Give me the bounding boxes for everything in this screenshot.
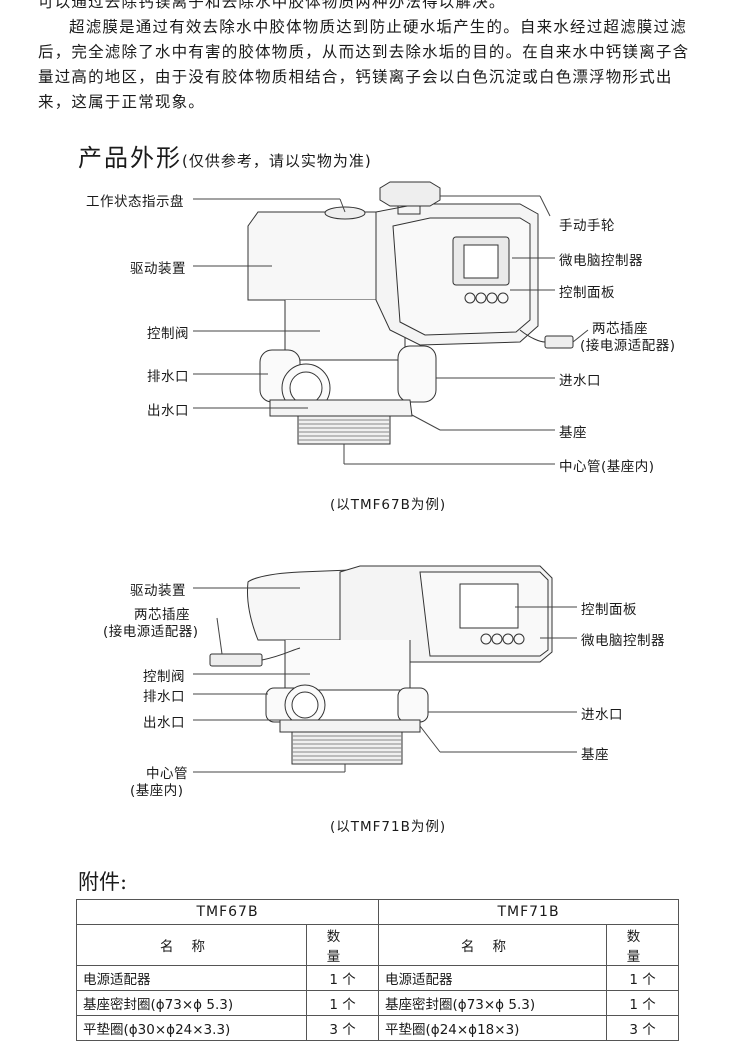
intro-text: 可以通过去除钙镁离子和去除水中胶体物质两种办法得以解决。 超滤膜是通过有效去除水…	[38, 0, 698, 115]
label-socket-note: (接电源适配器)	[580, 338, 676, 354]
table-header-row: 名称 数量 名称 数量	[76, 924, 680, 966]
table-row: 基座密封圈(ϕ73×ϕ 5.3) 1 个 基座密封圈(ϕ73×ϕ 5.3) 1 …	[76, 990, 680, 1016]
label-drain-2: 排水口	[143, 689, 185, 705]
intro-line: 可以通过去除钙镁离子和去除水中胶体物质两种办法得以解决。	[38, 0, 506, 11]
label-inlet: 进水口	[559, 373, 601, 389]
cell-name-a: 电源适配器	[76, 965, 307, 991]
diagram-tmf67b	[193, 181, 589, 465]
label-center-pipe-note-2: (基座内)	[130, 783, 184, 799]
cell-name-b: 电源适配器	[378, 965, 608, 991]
col-name-a: 名称	[76, 924, 307, 966]
cell-qty-a: 1 个	[305, 990, 380, 1016]
table-row: 平垫圈(ϕ30×ϕ24×3.3) 3 个 平垫圈(ϕ24×ϕ18×3) 3 个	[76, 1015, 680, 1041]
label-base-2: 基座	[581, 747, 609, 763]
cell-name-a: 平垫圈(ϕ30×ϕ24×3.3)	[76, 1015, 307, 1041]
label-drive-2: 驱动装置	[130, 583, 186, 599]
label-drive: 驱动装置	[130, 261, 186, 277]
label-outlet: 出水口	[147, 403, 189, 419]
cell-qty-b: 1 个	[606, 965, 680, 991]
label-base: 基座	[559, 425, 587, 441]
table-row: 电源适配器 1 个 电源适配器 1 个	[76, 965, 680, 991]
col-name-b: 名称	[378, 924, 608, 966]
label-valve: 控制阀	[147, 326, 189, 342]
label-microcontroller-2: 微电脑控制器	[581, 633, 665, 649]
label-center-pipe: 中心管(基座内)	[559, 459, 655, 475]
diagram-tmf71b	[193, 565, 577, 773]
section-title: 产品外形(仅供参考，请以实物为准)	[78, 138, 372, 173]
cell-name-b: 平垫圈(ϕ24×ϕ18×3)	[378, 1015, 608, 1041]
intro-paragraph: 超滤膜是通过有效去除水中胶体物质达到防止硬水垢产生的。自来水经过超滤膜过滤后，完…	[38, 18, 690, 111]
label-microcontroller: 微电脑控制器	[559, 253, 643, 269]
section-title-note: (仅供参考，请以实物为准)	[182, 152, 372, 170]
label-center-pipe-2: 中心管	[146, 766, 188, 782]
cell-qty-a: 1 个	[305, 965, 380, 991]
label-socket: 两芯插座	[592, 321, 648, 337]
section-title-text: 产品外形	[78, 144, 182, 172]
col-qty-b: 数量	[606, 924, 680, 966]
cell-qty-b: 3 个	[606, 1015, 680, 1041]
label-handwheel: 手动手轮	[559, 218, 615, 234]
accessories-title: 附件:	[78, 870, 128, 894]
caption-tmf67b: (以TMF67B为例)	[330, 497, 447, 513]
label-valve-2: 控制阀	[143, 669, 185, 685]
model-header-a: TMF67B	[75, 899, 380, 925]
label-indicator: 工作状态指示盘	[86, 194, 184, 210]
caption-tmf71b: (以TMF71B为例)	[330, 819, 447, 835]
cell-qty-b: 1 个	[606, 990, 680, 1016]
label-inlet-2: 进水口	[581, 707, 623, 723]
model-header-b: TMF71B	[378, 899, 680, 925]
label-panel-2: 控制面板	[581, 602, 637, 618]
label-socket-note-2: (接电源适配器)	[103, 624, 199, 640]
label-panel: 控制面板	[559, 285, 615, 301]
label-socket-2: 两芯插座	[134, 607, 190, 623]
accessories-table: TMF67B TMF71B 名称 数量 名称 数量 电源适配器 1 个 电源适配…	[75, 899, 680, 1041]
table-model-row: TMF67B TMF71B	[75, 899, 680, 925]
col-qty-a: 数量	[305, 924, 380, 966]
cell-name-b: 基座密封圈(ϕ73×ϕ 5.3)	[378, 990, 608, 1016]
cell-name-a: 基座密封圈(ϕ73×ϕ 5.3)	[76, 990, 307, 1016]
cell-qty-a: 3 个	[305, 1015, 380, 1041]
label-outlet-2: 出水口	[143, 715, 185, 731]
label-drain: 排水口	[147, 369, 189, 385]
